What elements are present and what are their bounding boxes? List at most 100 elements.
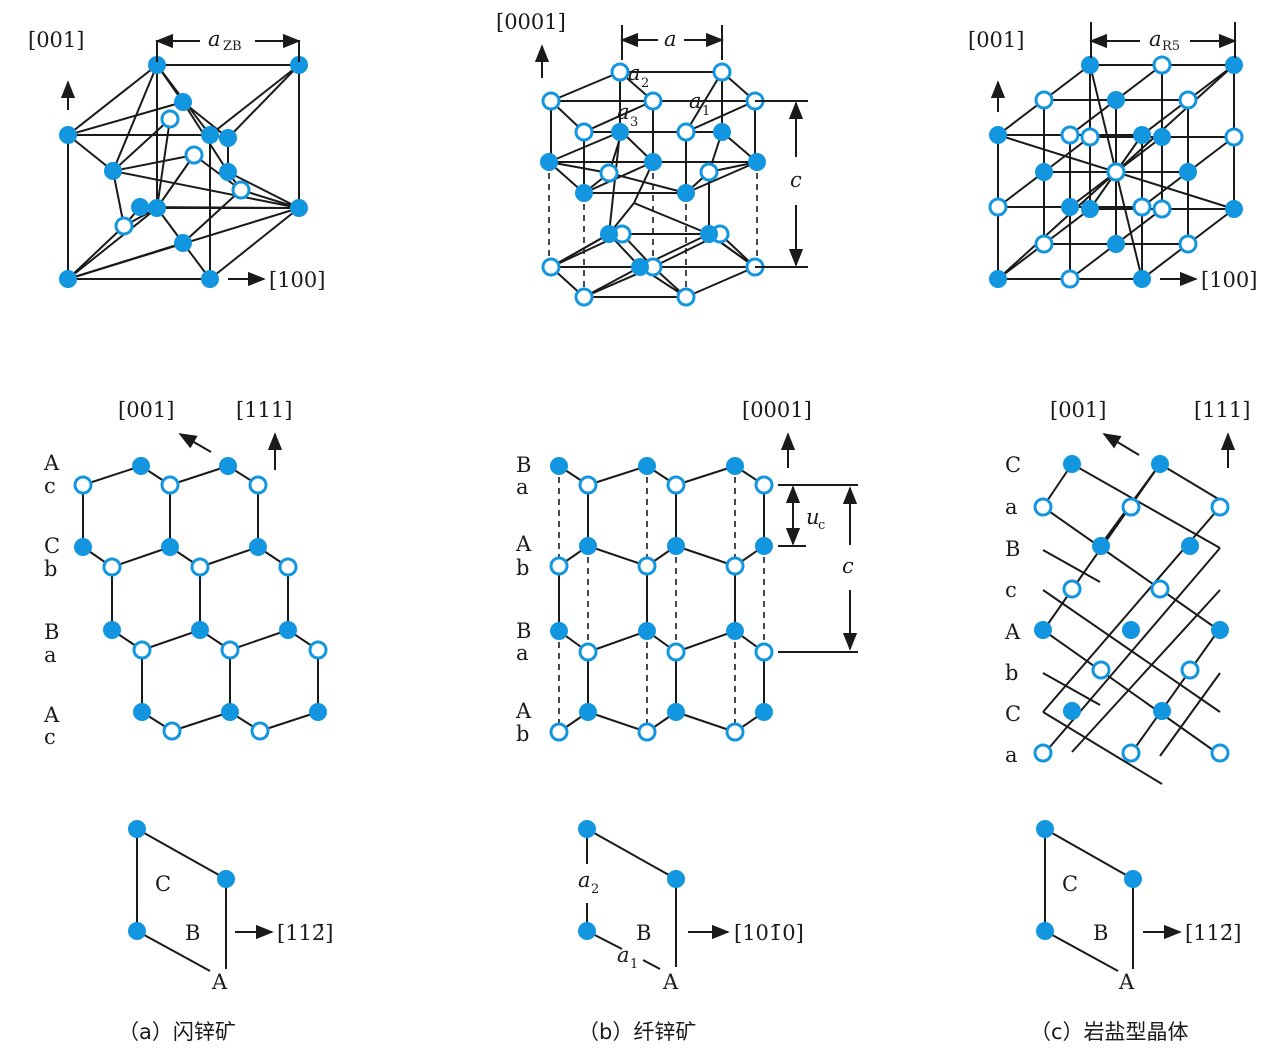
atom-filled [174, 93, 192, 111]
atom-filled [103, 621, 121, 639]
atom-open [637, 722, 657, 742]
atom-filled [59, 270, 77, 288]
atom-open [1060, 125, 1080, 145]
direction-arrow-001 [178, 433, 212, 453]
atom-filled [191, 621, 209, 639]
atom-open [1091, 660, 1111, 680]
atom-filled [1153, 702, 1171, 720]
a3-vector-label: a [617, 100, 630, 124]
atom-open [1062, 579, 1082, 599]
bond-line [1071, 589, 1221, 753]
atom-open [574, 287, 594, 307]
direction-label-001: [001] [28, 28, 84, 52]
bond-line [608, 172, 687, 194]
atom-filled [1063, 702, 1081, 720]
bond-line [67, 101, 184, 136]
lattice-constant-label: a [208, 27, 221, 51]
stacking-label: b [44, 557, 57, 581]
direction-label-100: [100] [1201, 268, 1257, 292]
atom-filled [161, 538, 179, 556]
atom-open [541, 257, 561, 277]
atom-open [643, 91, 663, 111]
atom-filled [201, 270, 219, 288]
atom-filled [713, 123, 731, 141]
atom-filled [1225, 56, 1243, 74]
bond-line [67, 64, 158, 136]
bond-line [675, 630, 736, 653]
lattice-a-label: a [664, 27, 677, 51]
atom-filled [575, 184, 593, 202]
atom-filled [128, 820, 146, 838]
rocksalt-unit-cell: [001] a R5 [100] [968, 22, 1257, 292]
atom-open [1060, 269, 1080, 289]
atom-filled [748, 153, 766, 171]
atom-filled [133, 703, 151, 721]
stacking-label: a [44, 643, 57, 667]
bond-line [675, 545, 736, 567]
bond-line [112, 170, 300, 209]
stacking-label: b [516, 722, 529, 746]
a2-vector-subscript: 2 [641, 76, 649, 91]
bond-line [67, 134, 114, 172]
a1-vector-label: a [617, 943, 630, 967]
zincblende-unit-cell: a ZB [001] [100] [28, 27, 325, 292]
bond-line [1042, 711, 1163, 785]
atom-open [988, 197, 1008, 217]
bond-line [227, 171, 300, 209]
c-label: c [842, 554, 854, 578]
atom-open [666, 642, 686, 662]
stacking-label: b [516, 556, 529, 580]
atom-filled [290, 199, 308, 217]
stacking-label: A [515, 699, 532, 723]
atom-filled [1107, 91, 1125, 109]
bond-line [1042, 506, 1221, 632]
atom-filled [638, 457, 656, 475]
bond-line [82, 465, 142, 486]
a1-vector-subscript: 1 [630, 957, 638, 972]
direction-label-111: [111] [236, 398, 292, 422]
bond-line [259, 711, 319, 732]
atom-open [132, 640, 152, 660]
atom-filled [104, 162, 122, 180]
atom-filled [1225, 200, 1243, 218]
bond-line [209, 64, 300, 136]
site-label-B: B [636, 921, 651, 945]
lattice-c-label: c [790, 168, 802, 192]
atom-filled [1107, 235, 1125, 253]
wurtzite-basal-plane: a 2 a 1 B A [101̄0] [578, 820, 804, 994]
bond-line [199, 546, 259, 568]
atom-filled [578, 820, 596, 838]
atom-open [754, 475, 774, 495]
atom-open [637, 556, 657, 576]
atom-open [1210, 497, 1230, 517]
atom-filled [600, 225, 618, 243]
atom-filled [1153, 128, 1171, 146]
stacking-label: a [516, 641, 529, 665]
bond-line [112, 64, 158, 172]
bond-line [182, 189, 242, 244]
atom-filled [700, 225, 718, 243]
atom-open [1033, 743, 1053, 763]
atom-filled [667, 537, 685, 555]
atom-filled [755, 537, 773, 555]
atom-filled [667, 703, 685, 721]
stacking-label: c [44, 474, 56, 498]
direction-label-0001: [0001] [742, 398, 812, 422]
atom-filled [1063, 455, 1081, 473]
bond-line [587, 545, 648, 567]
atom-filled [611, 123, 629, 141]
stacking-label: A [43, 451, 60, 475]
atom-filled [219, 163, 237, 181]
bond-line [675, 711, 736, 733]
atom-filled [578, 922, 596, 940]
atom-filled [989, 270, 1007, 288]
atom-filled [726, 457, 744, 475]
atom-filled [1034, 621, 1052, 639]
atom-open [549, 722, 569, 742]
atom-filled [550, 622, 568, 640]
atom-open [574, 122, 594, 142]
bond-line [1042, 549, 1101, 583]
bond-line [171, 711, 231, 732]
